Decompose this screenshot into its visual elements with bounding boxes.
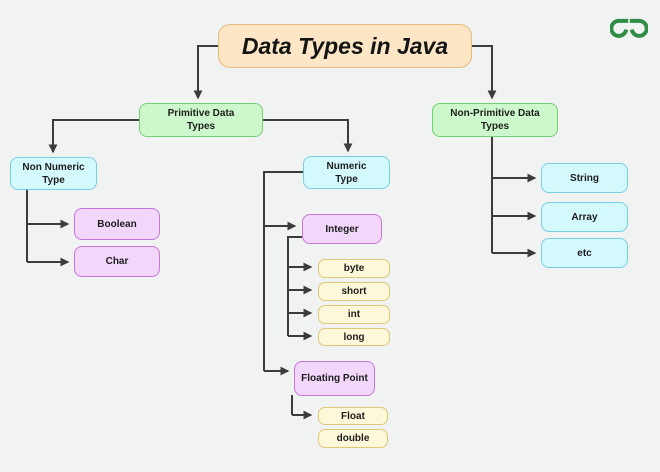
geeksforgeeks-logo-icon: [610, 18, 648, 38]
node-label: Floating Point: [301, 373, 368, 384]
spine-numeric: [263, 171, 303, 371]
node-label: Numeric Type: [326, 160, 367, 185]
connector-title-primitive: [193, 45, 218, 100]
node-char: Char: [74, 246, 160, 277]
node-label: Primitive Data Types: [167, 108, 235, 132]
node-numeric-type: Numeric Type: [303, 156, 390, 189]
node-short: short: [318, 282, 390, 301]
node-label: short: [341, 286, 367, 297]
title-label: Data Types in Java: [241, 32, 449, 59]
node-label: int: [347, 309, 361, 320]
node-label: Char: [105, 256, 129, 267]
spine-integer: [287, 236, 302, 336]
connector-title-non-primitive: [472, 45, 497, 100]
title-node: Data Types in Java: [218, 24, 472, 68]
node-string: String: [541, 163, 628, 193]
node-boolean: Boolean: [74, 208, 160, 240]
node-label: byte: [343, 263, 365, 274]
node-non-numeric-type: Non Numeric Type: [10, 157, 97, 190]
node-integer: Integer: [302, 214, 382, 244]
node-int: int: [318, 305, 390, 324]
node-label: Array: [571, 211, 598, 223]
connector-primitive-non-numeric: [48, 119, 139, 154]
connector-primitive-numeric: [263, 119, 353, 153]
node-double: double: [318, 429, 388, 448]
node-label: Non-Primitive Data Types: [450, 108, 540, 132]
node-etc: etc: [541, 238, 628, 268]
node-byte: byte: [318, 259, 390, 278]
node-label: Boolean: [97, 218, 137, 230]
node-label: long: [343, 331, 365, 343]
node-label: Non Numeric Type: [22, 161, 85, 186]
node-label: Integer: [325, 223, 359, 235]
node-floating-point: Floating Point: [294, 361, 375, 396]
node-label: Float: [341, 410, 365, 422]
node-primitive-data-types: Primitive Data Types: [139, 103, 263, 137]
node-float: Float: [318, 407, 388, 425]
node-long: long: [318, 328, 390, 346]
node-label: etc: [577, 247, 592, 259]
node-array: Array: [541, 202, 628, 232]
node-label: double: [336, 433, 370, 444]
node-label: String: [570, 172, 599, 184]
node-non-primitive-data-types: Non-Primitive Data Types: [432, 103, 558, 137]
